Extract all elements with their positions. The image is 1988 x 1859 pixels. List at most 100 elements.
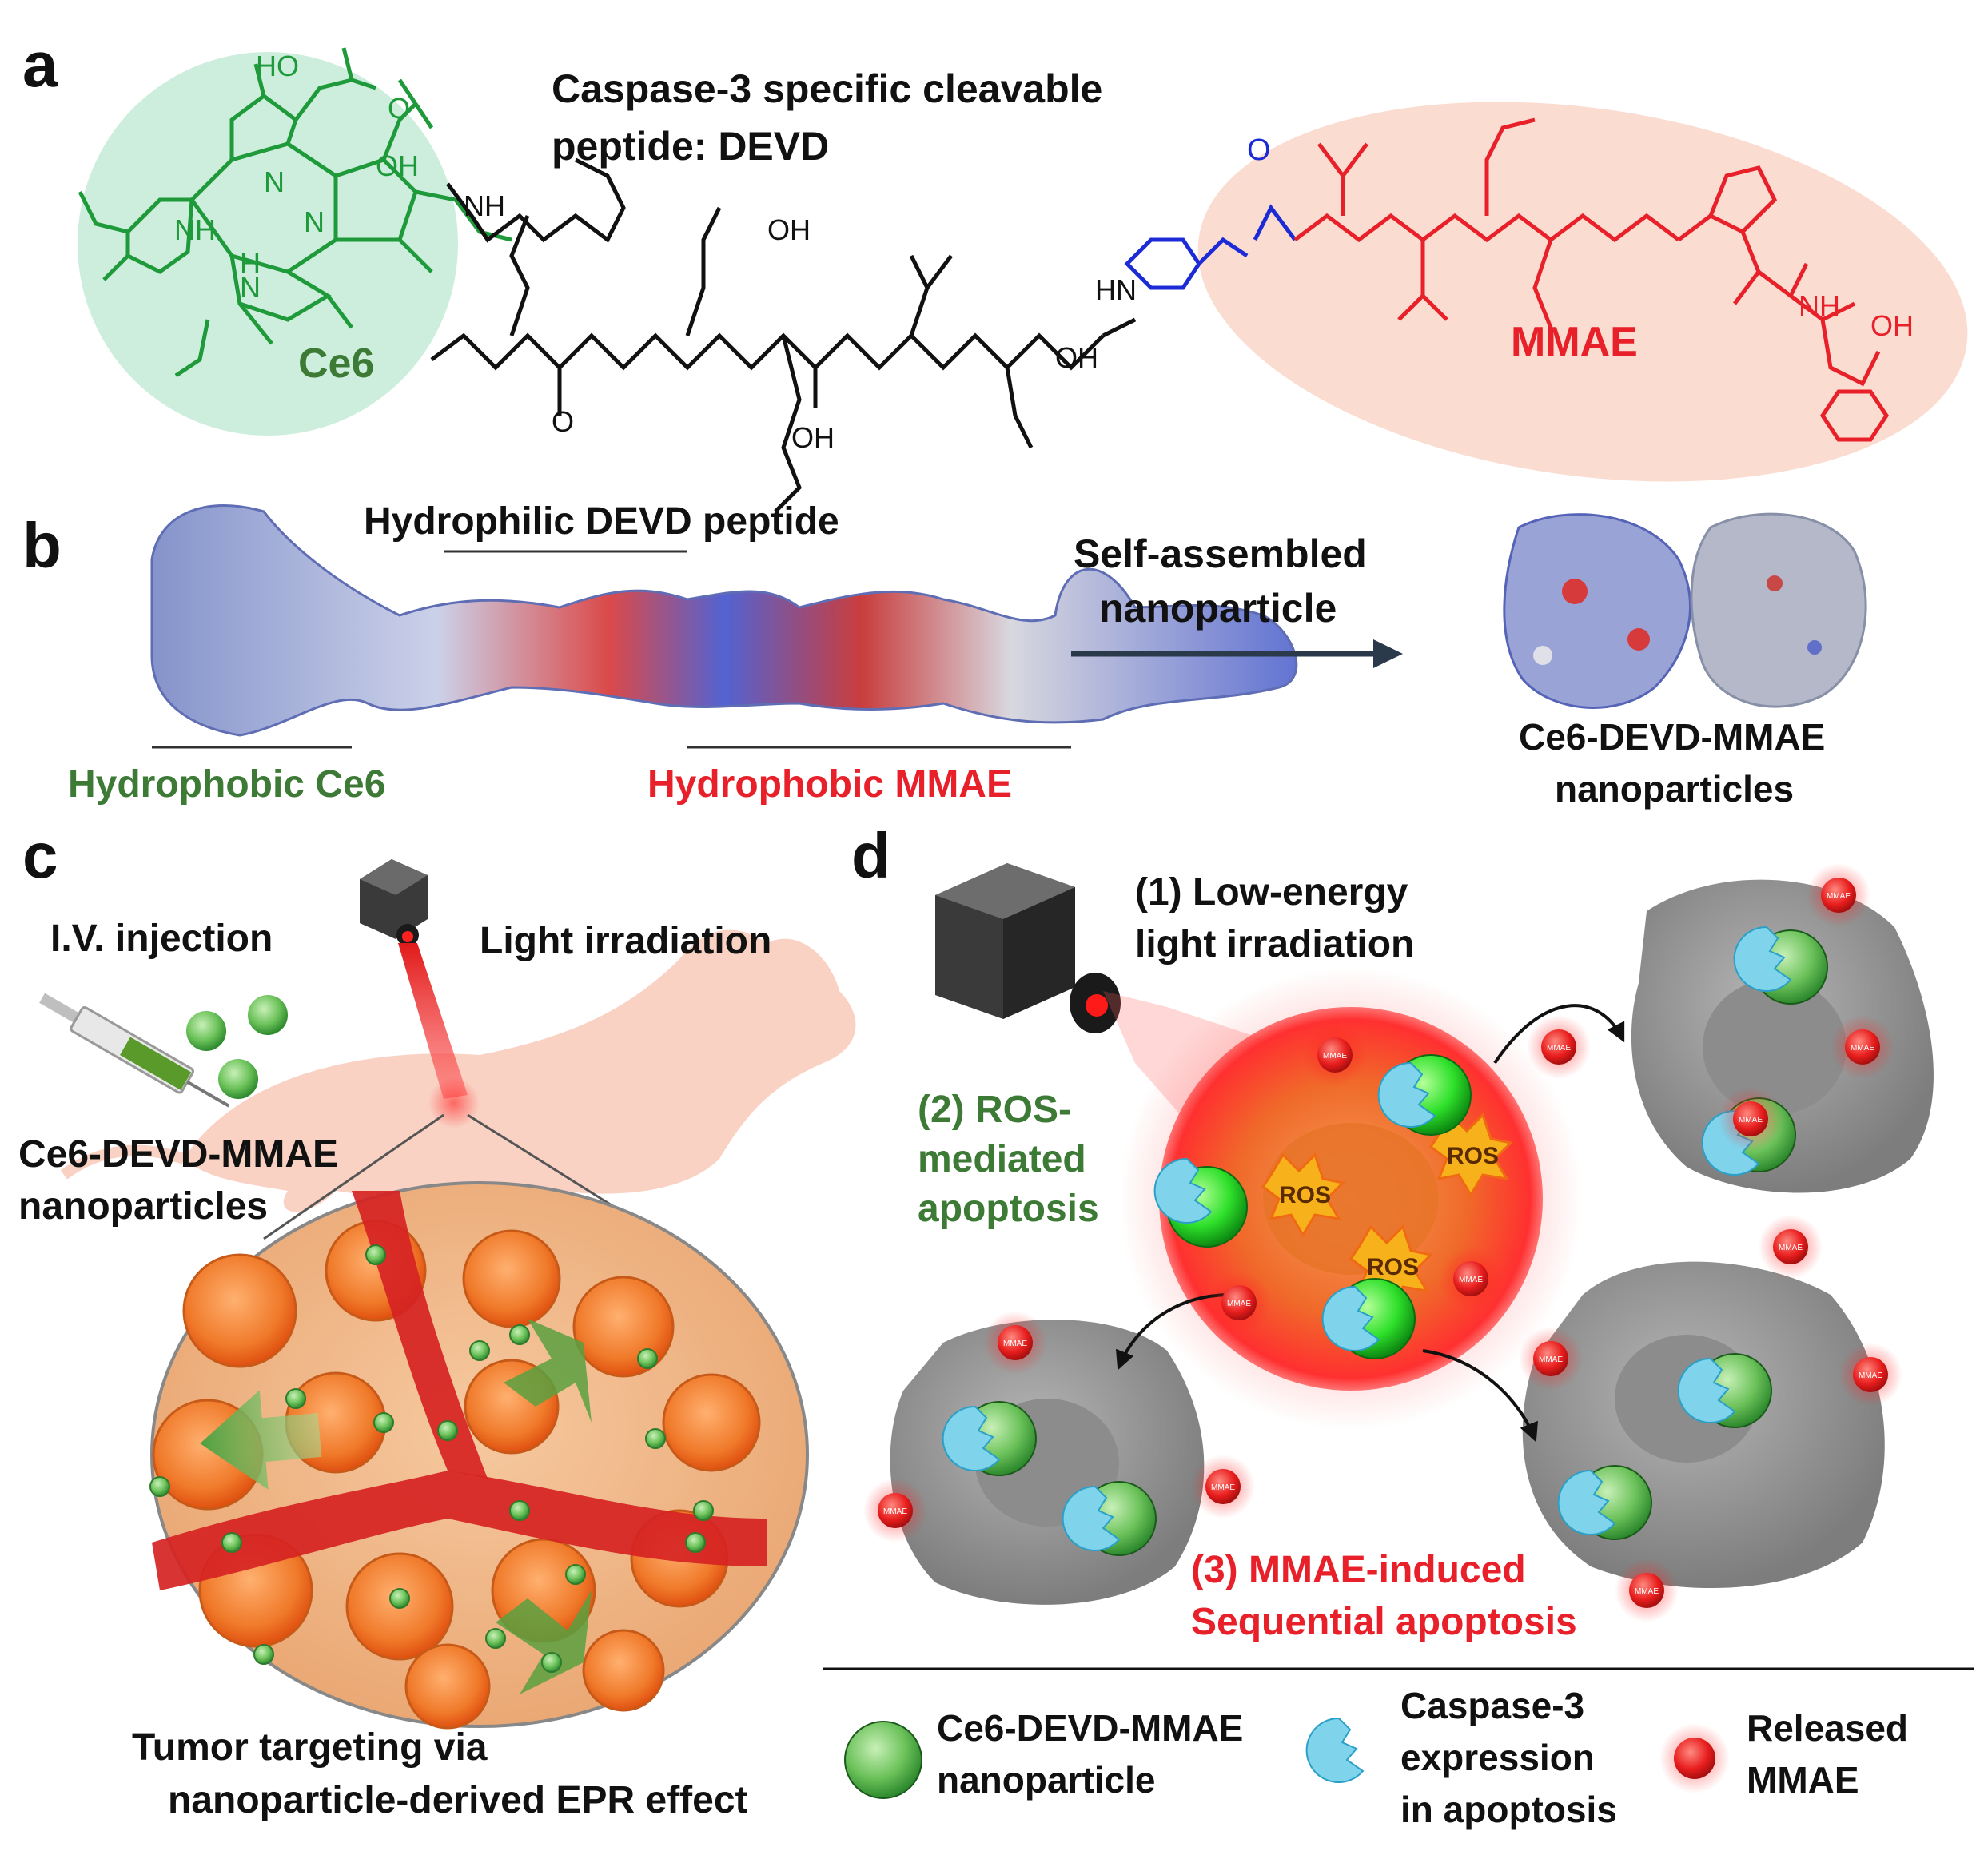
atom-nh-1: NH [174, 213, 216, 246]
product-line2: nanoparticles [1555, 768, 1794, 810]
atom-hn: HN [1095, 273, 1137, 306]
injected-np-3 [218, 1059, 258, 1099]
hydrophilic-label: Hydrophilic DEVD peptide [364, 500, 839, 543]
light-irradiation-label: Light irradiation [480, 920, 771, 962]
mmae-dot: MMAE [1807, 863, 1870, 927]
tumor-nanoparticles [149, 1244, 714, 1673]
hydrophobic-mmae-label: Hydrophobic MMAE [647, 763, 1012, 806]
mmae-dot-label: MMAE [1851, 1044, 1874, 1053]
atom-oh-2: OH [767, 213, 811, 246]
panel-b-label: b [22, 510, 62, 581]
step2-line2: mediated [918, 1138, 1086, 1180]
mmae-dot-label: MMAE [1323, 1052, 1347, 1061]
step1-line1: (1) Low-energy [1135, 871, 1408, 914]
panel-d-label: d [851, 820, 890, 891]
legend-np-line1: Ce6-DEVD-MMAE [937, 1707, 1243, 1749]
gray-cell-bottom-left [890, 1320, 1205, 1605]
spread-arrow-top-right [1493, 1004, 1625, 1065]
step1-line2: light irradiation [1135, 923, 1414, 965]
ros-text-3: ROS [1367, 1254, 1419, 1280]
laser-device-large [935, 863, 1121, 1033]
atom-n-3: N [240, 271, 261, 304]
atom-oh-3: OH [791, 421, 835, 454]
legend-casp-line3: in apoptosis [1400, 1789, 1617, 1830]
step3-line2: Sequential apoptosis [1191, 1601, 1577, 1643]
atom-h: H [240, 247, 261, 280]
devd-peptide-structure [430, 157, 1137, 513]
mmae-dot-label: MMAE [883, 1507, 907, 1516]
nanoparticle-surface-1 [1503, 513, 1691, 709]
epr-arrow-left [200, 1390, 322, 1490]
mmae-dot: MMAE [1615, 1558, 1679, 1622]
mmae-dot: MMAE [863, 1479, 927, 1543]
panel-a-label: a [22, 29, 58, 100]
legend-casp-line1: Caspase-3 [1400, 1685, 1584, 1726]
np-caspase-big-2 [1377, 1054, 1472, 1136]
mmae-dot-label: MMAE [1739, 1116, 1763, 1125]
hydrophobic-ce6-label: Hydrophobic Ce6 [68, 763, 385, 806]
product-line1: Ce6-DEVD-MMAE [1519, 716, 1825, 758]
devd-atoms: NH O OH OH OH HN [464, 189, 1137, 454]
legend-mmae-icon [1659, 1723, 1730, 1793]
legend: Ce6-DEVD-MMAE nanoparticle Caspase-3 exp… [823, 1667, 1974, 1830]
np-label-line1: Ce6-DEVD-MMAE [18, 1133, 338, 1176]
panel-a-title-line1: Caspase-3 specific cleavable [552, 66, 1102, 111]
mmae-dot: MMAE [1527, 1015, 1591, 1079]
mmae-dot: MMAE [1839, 1343, 1902, 1407]
tumor-caption-line1: Tumor targeting via [132, 1726, 488, 1769]
np-caspase-bl-2 [1062, 1481, 1157, 1556]
mmae-dot-label: MMAE [1227, 1300, 1251, 1308]
spread-arrow-bottom-right [1422, 1349, 1538, 1443]
mmae-dot-label: MMAE [1547, 1044, 1571, 1053]
epr-arrow-upper [504, 1319, 592, 1423]
np-surface-spot-3 [1533, 646, 1552, 665]
blood-vessel-main [152, 1471, 767, 1590]
injected-np-2 [248, 995, 288, 1035]
legend-casp-line2: expression [1400, 1737, 1595, 1778]
atom-o-2: O [552, 405, 574, 438]
mouse-tail [60, 1144, 186, 1180]
blood-vessel-branch [352, 1191, 488, 1479]
np-label-line2: nanoparticles [18, 1185, 268, 1228]
legend-rel-line2: MMAE [1747, 1759, 1859, 1801]
mmae-dot-label: MMAE [1779, 1244, 1803, 1252]
mmae-dot-label: MMAE [1635, 1587, 1659, 1596]
legend-np-line2: nanoparticle [937, 1759, 1156, 1801]
released-mmae-dots: MMAE MMAE MMAE MMAE MMAE MMAE MMAE MMAE … [863, 863, 1902, 1622]
ros-text-2: ROS [1447, 1143, 1499, 1169]
pab-linker-structure [1124, 204, 1297, 290]
mmae-structure [1293, 117, 1890, 442]
mmae-dot-label: MMAE [1003, 1340, 1027, 1348]
laser-device-small [360, 859, 428, 946]
mmae-dot: MMAE [1303, 1023, 1367, 1087]
gray-cell-bottom-right [1522, 1261, 1885, 1589]
self-assembled-line2: nanoparticle [1099, 586, 1337, 631]
atom-n-1: N [264, 165, 285, 198]
mmae-dot: MMAE [1759, 1215, 1823, 1279]
mmae-dot-label: MMAE [1539, 1355, 1563, 1364]
self-assembly-arrowhead [1373, 639, 1403, 668]
step2-line1: (2) ROS- [918, 1089, 1071, 1131]
np-caspase-bl-1 [942, 1401, 1037, 1476]
mmae-dot: MMAE [1439, 1247, 1503, 1311]
atom-o-linker: O [1247, 133, 1271, 167]
ce6-structure [78, 47, 512, 378]
np-surface-spot-4 [1767, 575, 1783, 591]
mmae-dot-label: MMAE [1459, 1276, 1483, 1284]
ce6-atoms: HO O OH NH N N H N [174, 50, 419, 304]
molecular-surface [150, 504, 1298, 737]
iv-injection-label: I.V. injection [50, 918, 273, 960]
mmae-dot-label: MMAE [1211, 1483, 1235, 1492]
ce6-label: Ce6 [298, 340, 374, 387]
mmae-dot: MMAE [983, 1311, 1047, 1375]
atom-oh: OH [376, 149, 419, 182]
gray-cell-top-right [1631, 879, 1934, 1193]
np-caspase-big-1 [1153, 1157, 1248, 1248]
zoom-line-left [263, 1113, 444, 1240]
legend-caspase-icon [1305, 1717, 1364, 1783]
epr-arrow-lower [496, 1590, 592, 1694]
panel-c: c I.V. injection Light irradiation Ce6-D… [18, 820, 856, 1821]
mmae-dot: MMAE [1719, 1087, 1783, 1151]
panel-b: b Hydrophilic DEVD peptide Hydrophobic C… [22, 500, 1867, 810]
